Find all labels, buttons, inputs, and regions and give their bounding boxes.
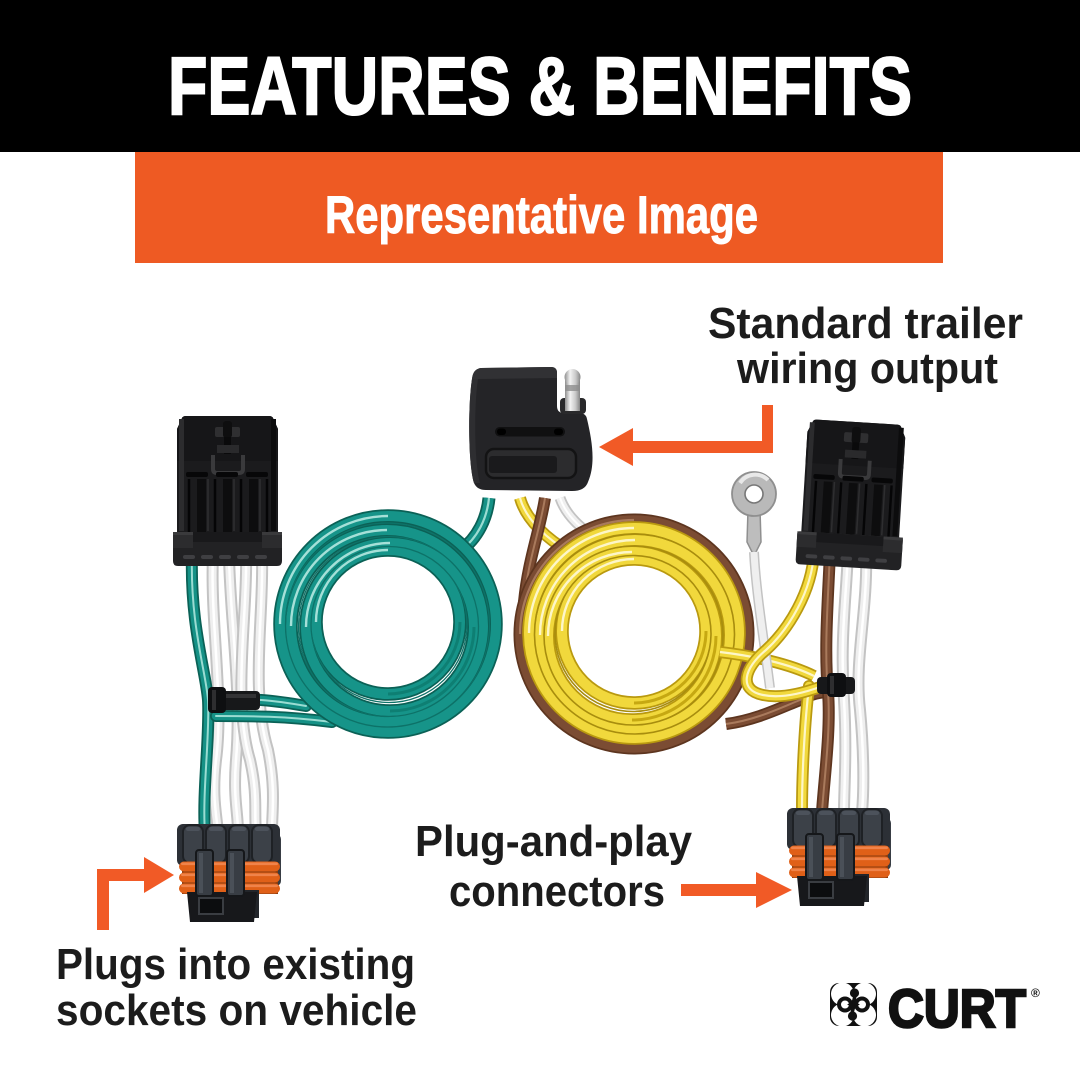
svg-text:Standard trailer: Standard trailer [708,299,1023,348]
svg-text:CURT: CURT [888,979,1026,1039]
svg-text:connectors: connectors [449,867,665,916]
svg-text:Plugs into existing: Plugs into existing [56,940,415,989]
svg-text:sockets on vehicle: sockets on vehicle [56,986,417,1035]
svg-text:Plug-and-play: Plug-and-play [415,817,692,866]
svg-text:Representative Image: Representative Image [325,186,758,245]
svg-text:®: ® [1031,986,1040,1000]
svg-text:FEATURES & BENEFITS: FEATURES & BENEFITS [168,41,912,132]
svg-text:wiring output: wiring output [736,344,998,393]
